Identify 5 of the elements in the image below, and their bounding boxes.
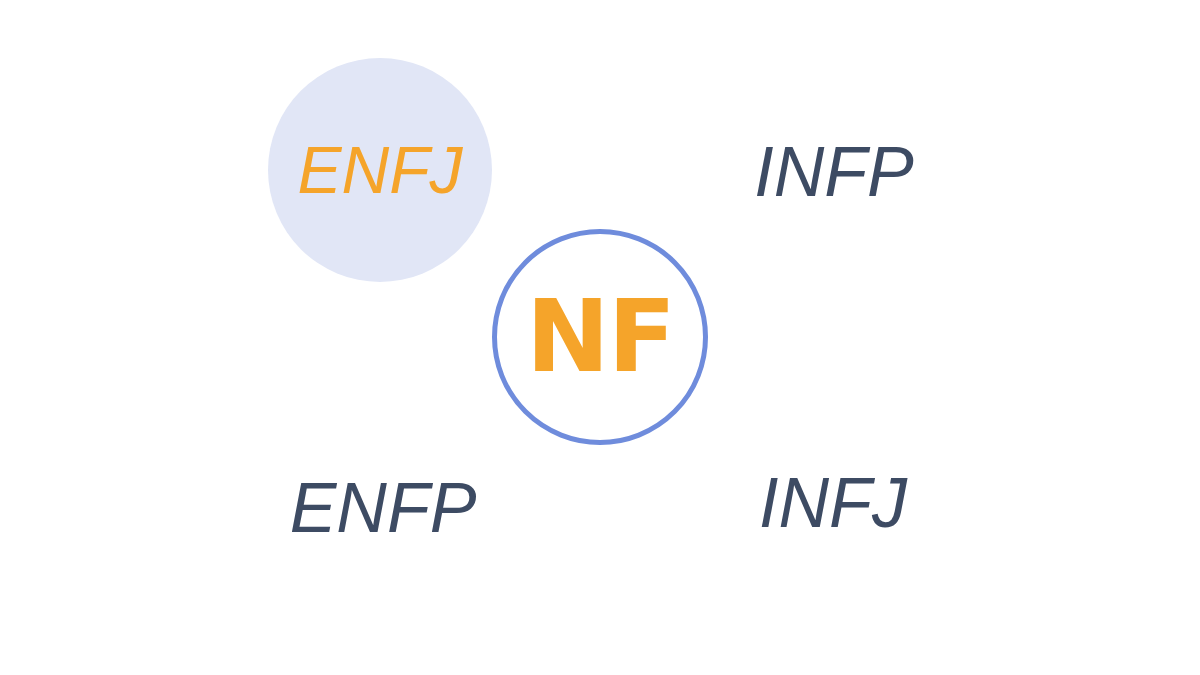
type-label: ENFP [289,473,477,543]
type-label: INFP [754,137,914,207]
type-label: INFJ [759,468,907,538]
group-label: NF [526,287,674,387]
type-label: ENFJ [297,137,463,203]
